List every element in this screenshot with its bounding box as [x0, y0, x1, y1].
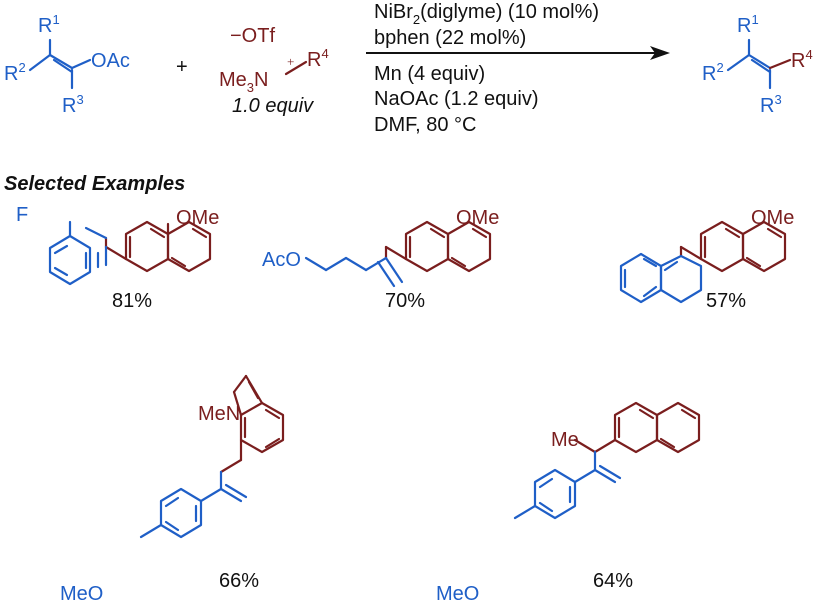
enol-acetate-substrate: R1 R2 OAc R3 — [4, 12, 130, 117]
product-alkene: R1 R2 R4 R3 — [702, 12, 813, 117]
example-1-atom-f: F — [16, 204, 28, 226]
example-1-yield: 81% — [112, 290, 152, 312]
reductant-condition: Mn (4 equiv) — [374, 63, 485, 85]
example-4-atom-men: MeN — [198, 403, 240, 425]
product-r3-label: R3 — [760, 92, 782, 117]
r3-label: R3 — [62, 92, 84, 117]
example-1-structure: OMe F 81% — [16, 204, 219, 312]
oac-label: OAc — [91, 50, 130, 72]
example-2-yield: 70% — [385, 290, 425, 312]
base-condition: NaOAc (1.2 equiv) — [374, 88, 539, 110]
solvent-temp-condition: DMF, 80 °C — [374, 114, 476, 136]
r1-label: R1 — [38, 12, 60, 37]
product-r2-label: R2 — [702, 60, 724, 85]
r4-label: R4 — [307, 46, 329, 71]
example-3-yield: 57% — [706, 290, 746, 312]
example-5-yield: 64% — [593, 570, 633, 592]
plus-sign: + — [176, 56, 188, 78]
example-2-atom-aco: AcO — [262, 249, 301, 271]
example-3-structure: OMe 57% — [619, 207, 794, 312]
trimethylammonium-label: Me3N — [219, 69, 268, 95]
catalyst-condition: NiBr2(diglyme) (10 mol%) — [374, 1, 599, 27]
example-4-structure: MeN MeO 66% — [60, 374, 285, 605]
triflate-label: −OTf — [230, 25, 275, 47]
product-r1-label: R1 — [737, 12, 759, 37]
example-4-atom-meo: MeO — [60, 583, 103, 605]
ligand-condition: bphen (22 mol%) — [374, 27, 526, 49]
ammonium-reagent: −OTf Me3N + R4 1.0 equiv — [219, 25, 329, 117]
reagent-equiv: 1.0 equiv — [232, 95, 314, 117]
example-4-yield: 66% — [219, 570, 259, 592]
product-r4-label: R4 — [791, 47, 813, 72]
positive-charge: + — [287, 54, 294, 69]
reaction-arrow-head — [650, 46, 670, 60]
example-5-atom-meo: MeO — [436, 583, 479, 605]
example-5-structure: Me MeO 64% — [436, 401, 701, 605]
selected-examples-heading: Selected Examples — [4, 173, 185, 195]
r2-label: R2 — [4, 60, 26, 85]
example-2-structure: OMe AcO 70% — [262, 207, 499, 312]
example-2-atom-ome: OMe — [456, 207, 499, 229]
reaction-conditions: NiBr2(diglyme) (10 mol%) bphen (22 mol%)… — [366, 1, 670, 136]
example-1-atom-ome: OMe — [176, 207, 219, 229]
example-5-atom-me: Me — [551, 429, 579, 451]
example-3-atom-ome: OMe — [751, 207, 794, 229]
